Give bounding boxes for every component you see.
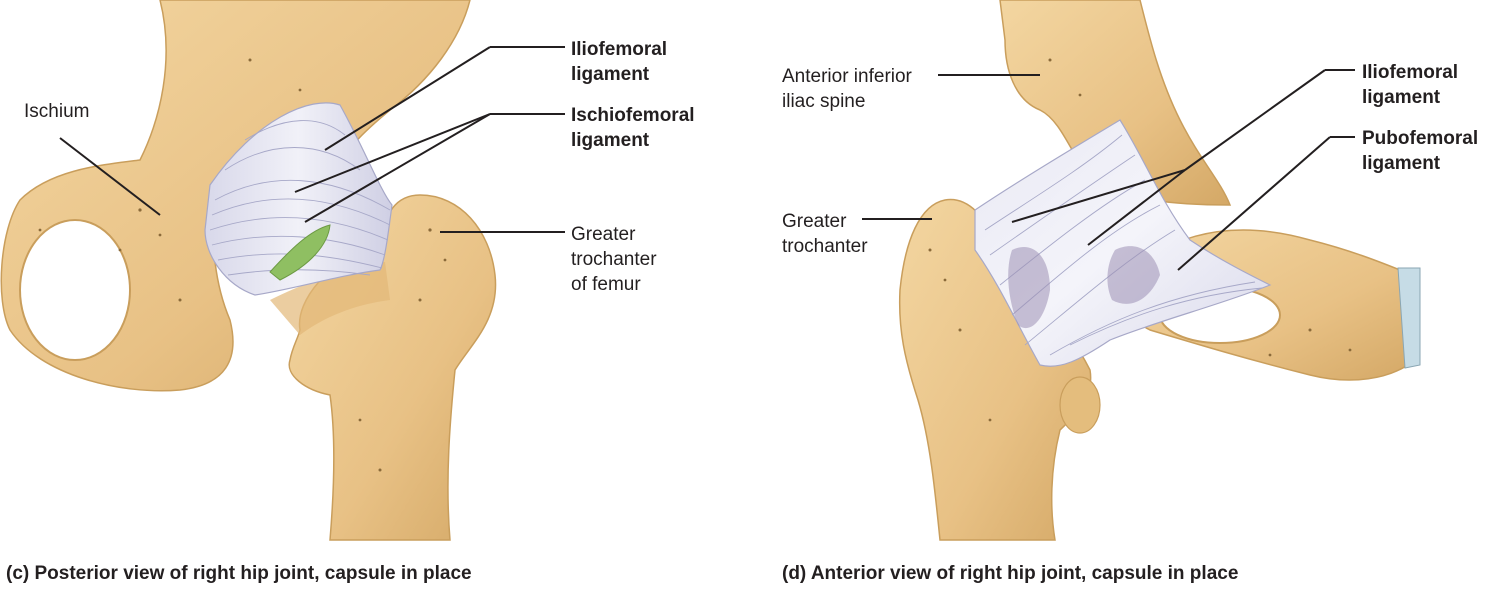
leader-lines: [862, 69, 1355, 271]
caption-posterior-view: (c) Posterior view of right hip joint, c…: [6, 563, 472, 584]
pubic-symphysis: [1397, 267, 1421, 369]
obturator-foramen: [19, 219, 131, 361]
label-ischium: Ischium: [24, 101, 90, 122]
lesser-trochanter: [1059, 376, 1101, 434]
bone-texture: [38, 58, 447, 472]
anterior-hip-illustration: [862, 0, 1421, 541]
leader-lines: [59, 46, 565, 233]
capsule-shadow-left: [1008, 246, 1050, 329]
posterior-view-panel: Ischium Iliofemoral ligament Ischiofemor…: [0, 0, 695, 584]
label-anterior-inferior-iliac-spine: Anterior inferior iliac spine: [782, 66, 912, 112]
bone-texture: [928, 58, 1352, 422]
capsule-shadow-right: [1107, 246, 1160, 304]
anterior-view-panel: Anterior inferior iliac spine Greater tr…: [750, 0, 1500, 597]
label-ischiofemoral-ligament: Ischiofemoral ligament: [571, 105, 695, 151]
femoral-neck: [270, 262, 390, 335]
label-greater-trochanter-of-femur: Greater trochanter of femur: [571, 224, 657, 295]
label-greater-trochanter: Greater trochanter: [782, 211, 868, 257]
label-iliofemoral-ligament: Iliofemoral ligament: [571, 39, 668, 85]
label-pubofemoral-ligament: Pubofemoral ligament: [1362, 128, 1479, 174]
caption-anterior-view: (d) Anterior view of right hip joint, ca…: [782, 563, 1239, 584]
synovial-membrane: [269, 224, 331, 281]
anterior-capsule: [974, 119, 1272, 367]
label-iliofemoral-ligament: Iliofemoral ligament: [1362, 62, 1459, 108]
posterior-hip-illustration: [0, 0, 565, 541]
